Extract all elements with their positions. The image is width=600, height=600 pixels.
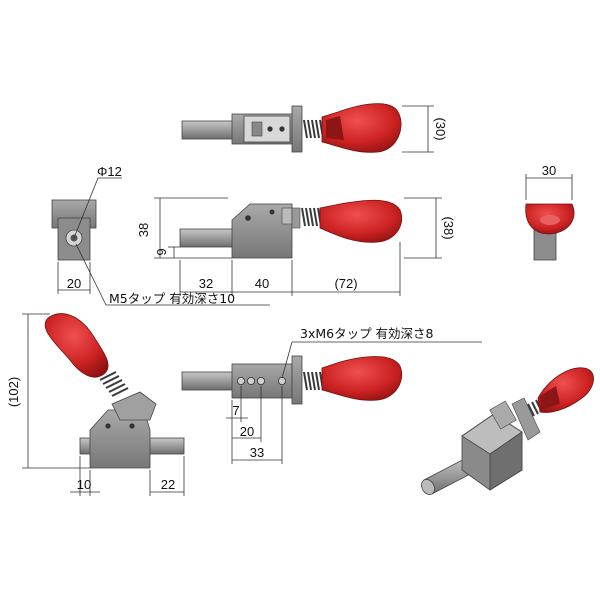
red-handle-bottom xyxy=(321,356,403,401)
dim-72: (72) xyxy=(334,276,357,291)
spring-bottom xyxy=(303,371,324,391)
slot-block xyxy=(251,121,263,137)
iso-slot xyxy=(489,400,517,430)
front-view: 38 9 (38) 32 40 (72) xyxy=(136,197,456,296)
left-end-view: Φ12 20 M5タップ 有効深さ10 xyxy=(51,164,270,306)
dim-30-end: 30 xyxy=(542,163,556,178)
flange-front xyxy=(291,207,301,229)
iso-flange xyxy=(511,397,541,441)
dim-102: (102) xyxy=(6,377,21,407)
lever-link xyxy=(111,391,157,421)
iso-rod-end xyxy=(421,479,435,495)
pivot-hole xyxy=(245,215,251,221)
dim-38-left: 38 xyxy=(136,223,151,237)
m6-tap-hole xyxy=(246,376,255,385)
iso-body-side xyxy=(489,431,523,491)
iso-handle-neck xyxy=(540,386,560,410)
m6-tap-hole xyxy=(236,376,245,385)
pivot-hole xyxy=(277,376,286,385)
top-view: (30) xyxy=(181,103,448,153)
plunger-rod xyxy=(181,120,235,140)
plunger-rod-bottom xyxy=(181,371,235,391)
m6-tap-hole xyxy=(256,376,265,385)
pivot-hole xyxy=(129,423,135,429)
dim-33: 33 xyxy=(250,445,264,460)
note-m5-tap: M5タップ 有効深さ10 xyxy=(109,291,235,306)
note-m6-tap: 3xM6タップ 有効深さ8 xyxy=(300,326,434,341)
pivot-hole xyxy=(269,209,275,215)
spring-front xyxy=(301,207,322,227)
dim-40: 40 xyxy=(255,276,269,291)
handle-neck xyxy=(326,116,344,140)
dim-20-side: 20 xyxy=(67,276,81,291)
dim-phi12: Φ12 xyxy=(97,164,122,179)
pivot-hole xyxy=(105,423,111,429)
dim-38-right: (38) xyxy=(441,216,456,239)
flange-plate xyxy=(291,105,303,153)
dim-20-bottom: 20 xyxy=(240,424,254,439)
spring xyxy=(303,119,324,139)
red-handle-knob xyxy=(321,103,402,153)
pin-hole xyxy=(267,126,273,132)
flange-bottom xyxy=(291,355,303,405)
dim-10: 10 xyxy=(77,477,91,492)
handle-highlight xyxy=(540,215,560,225)
lifted-view: (102) 10 22 xyxy=(6,313,185,496)
bottom-view: 3xM6タップ 有効深さ8 7 20 33 xyxy=(181,326,482,464)
red-handle-lifted xyxy=(44,313,109,378)
link-plate xyxy=(281,207,293,225)
isometric-view xyxy=(421,367,594,495)
red-handle-front xyxy=(319,199,403,243)
pin-hole xyxy=(279,126,285,132)
plunger-rod-front xyxy=(179,228,237,248)
dim-32: 32 xyxy=(199,276,213,291)
right-end-view: 30 xyxy=(525,163,575,261)
dim-9: 9 xyxy=(154,248,169,255)
dim-22: 22 xyxy=(161,477,175,492)
dim-7: 7 xyxy=(232,403,239,418)
spring-lifted xyxy=(99,371,129,397)
dim-30-top: (30) xyxy=(433,117,448,140)
